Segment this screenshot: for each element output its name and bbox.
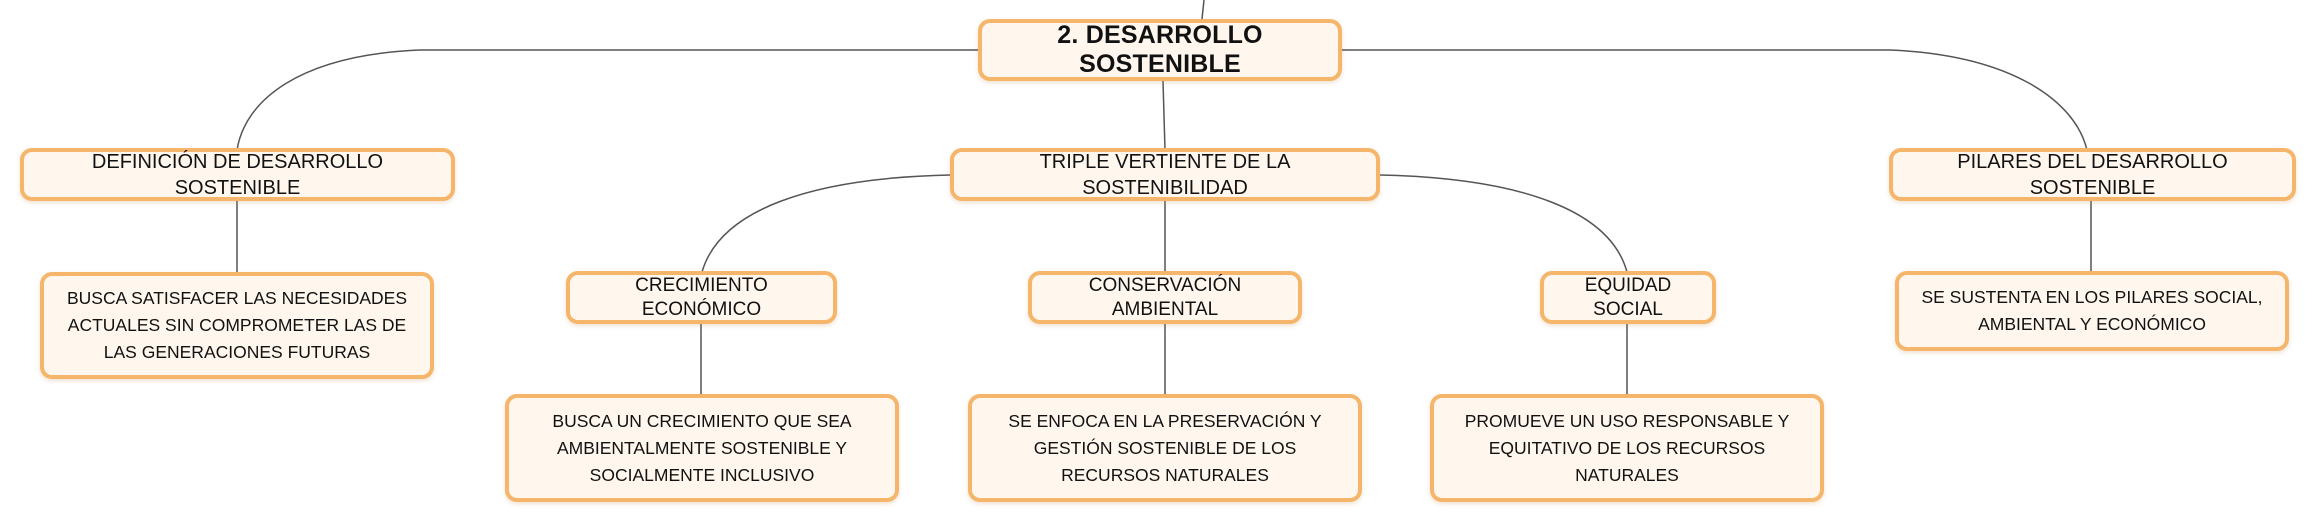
detail-equidad-text: PROMUEVE UN USO RESPONSABLE Y EQUITATIVO… xyxy=(1464,410,1790,485)
subtopic-equidad-label: EQUIDAD SOCIAL xyxy=(1584,274,1672,320)
detail-crecimiento-text: BUSCA UN CRECIMIENTO QUE SEA AMBIENTALME… xyxy=(552,410,852,485)
connector-triple-equidad xyxy=(1379,174,1628,273)
detail-conservacion-text: SE ENFOCA EN LA PRESERVACIÓN Y GESTIÓN S… xyxy=(1008,410,1322,485)
subtopic-equidad[interactable]: EQUIDAD SOCIAL xyxy=(1540,271,1716,324)
detail-equidad[interactable]: PROMUEVE UN USO RESPONSABLE Y EQUITATIVO… xyxy=(1430,394,1824,502)
root-node[interactable]: 2. DESARROLLO SOSTENIBLE xyxy=(978,19,1342,81)
connector-triple-crecimiento xyxy=(701,174,951,273)
topic-definicion-label: DEFINICIÓN DE DESARROLLO SOSTENIBLE xyxy=(91,150,384,199)
topic-triple-label: TRIPLE VERTIENTE DE LA SOSTENIBILIDAD xyxy=(1039,150,1291,199)
topic-triple-vertiente[interactable]: TRIPLE VERTIENTE DE LA SOSTENIBILIDAD xyxy=(950,148,1380,201)
detail-crecimiento[interactable]: BUSCA UN CRECIMIENTO QUE SEA AMBIENTALME… xyxy=(505,394,899,502)
detail-pilares[interactable]: SE SUSTENTA EN LOS PILARES SOCIAL, AMBIE… xyxy=(1895,271,2289,351)
topic-pilares-label: PILARES DEL DESARROLLO SOSTENIBLE xyxy=(1957,150,2228,199)
connector-root-definicion xyxy=(236,49,978,151)
subtopic-crecimiento[interactable]: CRECIMIENTO ECONÓMICO xyxy=(566,271,837,324)
parent-connector xyxy=(1201,0,1205,20)
subtopic-conservacion[interactable]: CONSERVACIÓN AMBIENTAL xyxy=(1028,271,1302,324)
root-label: 2. DESARROLLO SOSTENIBLE xyxy=(1057,21,1263,78)
connector-root-pilares xyxy=(1342,49,2088,151)
detail-definicion-text: BUSCA SATISFACER LAS NECESIDADES ACTUALE… xyxy=(66,288,408,362)
detail-pilares-text: SE SUSTENTA EN LOS PILARES SOCIAL, AMBIE… xyxy=(1921,287,2263,334)
topic-pilares[interactable]: PILARES DEL DESARROLLO SOSTENIBLE xyxy=(1889,148,2296,201)
detail-definicion[interactable]: BUSCA SATISFACER LAS NECESIDADES ACTUALE… xyxy=(40,272,434,379)
connector-root-triple xyxy=(1162,80,1166,151)
detail-conservacion[interactable]: SE ENFOCA EN LA PRESERVACIÓN Y GESTIÓN S… xyxy=(968,394,1362,502)
subtopic-crecimiento-label: CRECIMIENTO ECONÓMICO xyxy=(635,274,768,320)
subtopic-conservacion-label: CONSERVACIÓN AMBIENTAL xyxy=(1088,274,1242,320)
topic-definicion[interactable]: DEFINICIÓN DE DESARROLLO SOSTENIBLE xyxy=(20,148,455,201)
